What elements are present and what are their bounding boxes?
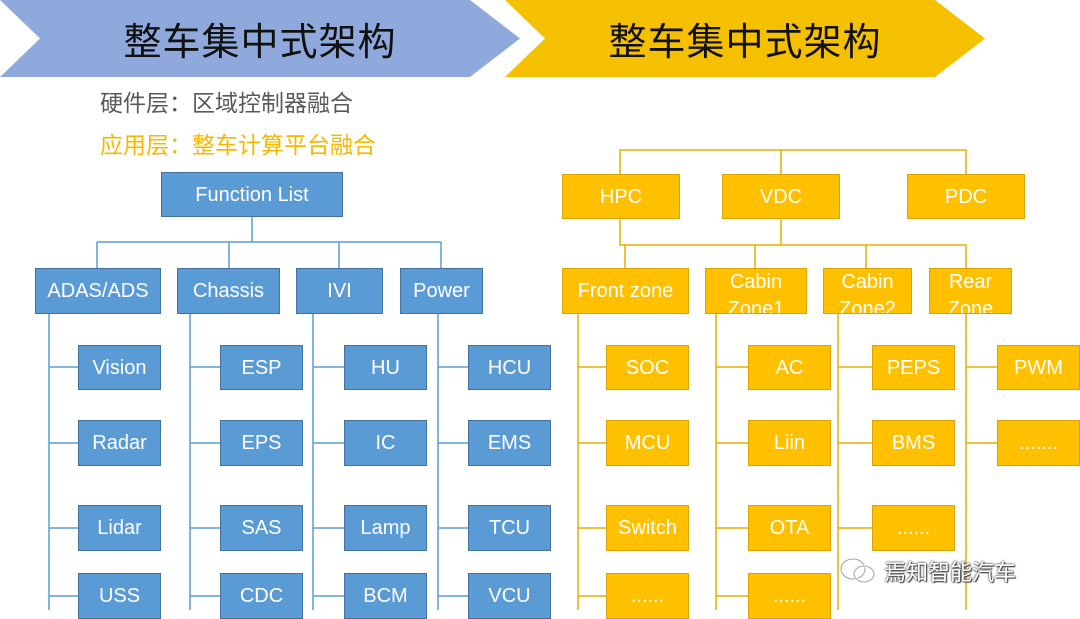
zone-front-node: Front zone: [562, 268, 689, 314]
item-sas-node: SAS: [220, 505, 303, 551]
item-radar-node: Radar: [78, 420, 161, 466]
group-power-node: Power: [400, 268, 483, 314]
item-hu-node: HU: [344, 345, 427, 390]
item-front-more-node: ......: [606, 573, 689, 619]
group-adas-node: ADAS/ADS: [35, 268, 161, 314]
item-liin-node: Liin: [748, 420, 831, 466]
item-bcm-node: BCM: [344, 573, 427, 619]
computer-pdc-node: PDC: [907, 174, 1025, 219]
subtitle-application: 应用层：整车计算平台融合: [100, 133, 376, 159]
banner-left-title: 整车集中式架构: [123, 20, 397, 64]
item-tcu-node: TCU: [468, 505, 551, 551]
group-ivi-node: IVI: [296, 268, 383, 314]
subtitle-hardware: 硬件层：区域控制器融合: [100, 91, 353, 117]
zone-cabin2-node: Cabin Zone2: [823, 268, 912, 314]
item-pwm-node: PWM: [997, 345, 1080, 390]
banner-right-title: 整车集中式架构: [608, 20, 882, 64]
item-vcu-node: VCU: [468, 573, 551, 619]
item-cabin2-more-node: ......: [872, 505, 955, 551]
function-list-node: Function List: [161, 172, 343, 217]
item-ic-node: IC: [344, 420, 427, 466]
item-eps-node: EPS: [220, 420, 303, 466]
item-rear-more-node: .......: [997, 420, 1080, 466]
item-esp-node: ESP: [220, 345, 303, 390]
watermark: 焉知智能汽车: [838, 555, 1016, 587]
item-hcu-node: HCU: [468, 345, 551, 390]
item-ems-node: EMS: [468, 420, 551, 466]
item-vision-node: Vision: [78, 345, 161, 390]
watermark-text: 焉知智能汽车: [884, 561, 1017, 586]
item-bms-node: BMS: [872, 420, 955, 466]
item-ota-node: OTA: [748, 505, 831, 551]
item-switch-node: Switch: [606, 505, 689, 551]
item-ac-node: AC: [748, 345, 831, 390]
item-peps-node: PEPS: [872, 345, 955, 390]
item-cabin1-more-node: ......: [748, 573, 831, 619]
banner-right: 整车集中式架构: [505, 0, 985, 77]
item-mcu-node: MCU: [606, 420, 689, 466]
zone-rear-node: Rear Zone: [929, 268, 1012, 314]
item-cdc-node: CDC: [220, 573, 303, 619]
right-tree-connectors: [577, 149, 997, 610]
wechat-icon: [839, 557, 876, 584]
zone-cabin1-node: Cabin Zone1: [705, 268, 807, 314]
item-uss-node: USS: [78, 573, 161, 619]
item-soc-node: SOC: [606, 345, 689, 390]
item-lamp-node: Lamp: [344, 505, 427, 551]
item-lidar-node: Lidar: [78, 505, 161, 551]
banner-left: 整车集中式架构: [0, 0, 520, 77]
group-chassis-node: Chassis: [177, 268, 280, 314]
left-tree-connectors: [48, 217, 468, 610]
computer-hpc-node: HPC: [562, 174, 680, 219]
computer-vdc-node: VDC: [722, 174, 840, 219]
